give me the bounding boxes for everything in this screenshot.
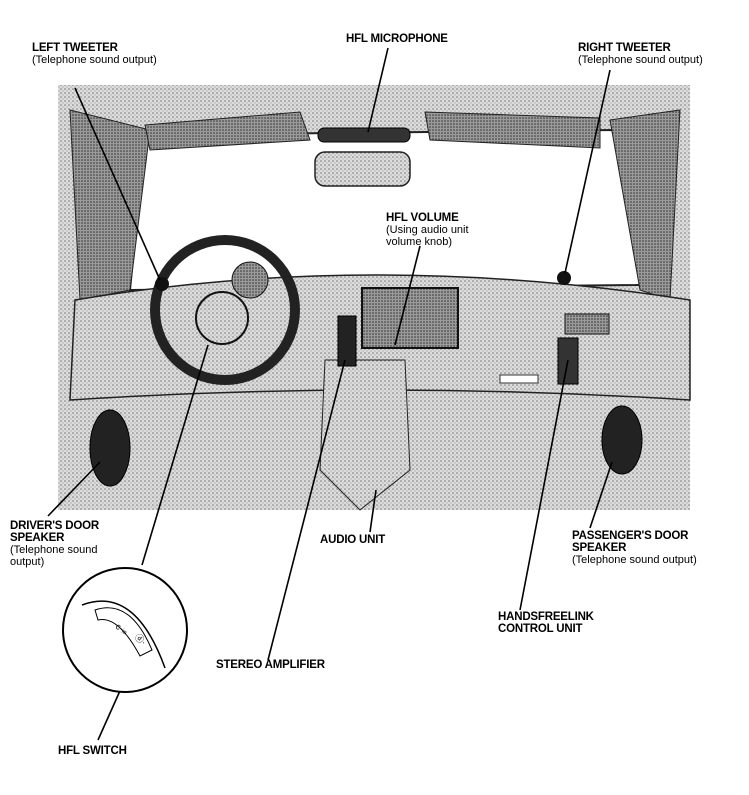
inset-wheel-edge	[81, 600, 166, 669]
steering-hub	[195, 291, 249, 345]
label-drivers-door-sub1: (Telephone sound	[10, 544, 98, 556]
label-right-tweeter: RIGHT TWEETER (Telephone sound output)	[578, 42, 703, 66]
label-hfl-switch: HFL SWITCH	[58, 745, 127, 757]
leader-handsfreelink	[519, 359, 569, 611]
label-hfl-microphone-title: HFL MICROPHONE	[346, 33, 448, 45]
right-sun-visor	[424, 111, 601, 149]
label-hfl-volume-sub2: volume knob)	[386, 236, 453, 248]
label-passengers-door-title2: SPEAKER	[572, 542, 627, 554]
label-drivers-door-title2: SPEAKER	[10, 532, 65, 544]
leader-hfl-microphone	[367, 47, 389, 133]
audio-display	[361, 287, 459, 349]
leader-lines	[47, 47, 613, 741]
glovebox-latch	[499, 374, 539, 384]
label-audio-unit-title: AUDIO UNIT	[320, 534, 386, 546]
label-audio-unit: AUDIO UNIT	[320, 534, 385, 546]
label-passengers-door-title1: PASSENGER'S DOOR	[572, 530, 689, 542]
label-handsfreelink: HANDSFREELINK CONTROL UNIT	[498, 611, 594, 635]
left-tweeter	[155, 277, 169, 291]
label-passengers-door-sub: (Telephone sound output)	[572, 554, 697, 566]
label-hfl-switch-title: HFL SWITCH	[58, 745, 127, 757]
label-stereo-amplifier-title: STEREO AMPLIFIER	[216, 659, 325, 671]
leader-left-tweeter	[74, 87, 161, 281]
rearview-mirror	[314, 151, 411, 187]
steering-wheel	[150, 235, 300, 385]
label-hfl-volume: HFL VOLUME (Using audio unit volume knob…	[386, 212, 469, 248]
label-stereo-amplifier: STEREO AMPLIFIER	[216, 659, 325, 671]
leader-right-tweeter	[564, 69, 611, 274]
leader-passengers-door	[589, 461, 613, 529]
label-drivers-door-title1: DRIVER'S DOOR	[10, 520, 99, 532]
label-drivers-door-sub2: output)	[10, 556, 45, 568]
label-handsfreelink-title1: HANDSFREELINK	[498, 611, 594, 623]
label-left-tweeter-sub: (Telephone sound output)	[32, 54, 157, 66]
leader-stereo-amp	[267, 359, 346, 661]
label-right-tweeter-title: RIGHT TWEETER	[578, 42, 671, 54]
leader-hfl-volume	[394, 245, 421, 346]
drivers-door-speaker	[89, 409, 131, 487]
label-hfl-volume-title: HFL VOLUME	[386, 212, 459, 224]
leader-hfl-switch-to-wheel	[141, 344, 209, 566]
label-left-tweeter-title: LEFT TWEETER	[32, 42, 118, 54]
leader-drivers-door	[47, 461, 101, 517]
label-hfl-volume-sub1: (Using audio unit	[386, 224, 469, 236]
inset-switch-panel	[94, 607, 153, 657]
leader-audio-unit	[369, 489, 377, 533]
passengers-door-speaker	[601, 405, 643, 475]
label-hfl-microphone: HFL MICROPHONE	[346, 33, 448, 45]
gauge-left	[231, 261, 269, 299]
stereo-amplifier	[337, 315, 357, 367]
left-a-pillar	[69, 109, 151, 301]
hfl-microphone-housing	[317, 127, 411, 143]
label-passengers-door: PASSENGER'S DOOR SPEAKER (Telephone soun…	[572, 530, 697, 566]
label-drivers-door: DRIVER'S DOOR SPEAKER (Telephone sound o…	[10, 520, 99, 568]
label-right-tweeter-sub: (Telephone sound output)	[578, 54, 703, 66]
label-left-tweeter: LEFT TWEETER (Telephone sound output)	[32, 42, 157, 66]
label-handsfreelink-title2: CONTROL UNIT	[498, 623, 583, 635]
right-vent	[564, 313, 610, 335]
left-sun-visor	[144, 111, 311, 151]
right-tweeter	[557, 271, 571, 285]
